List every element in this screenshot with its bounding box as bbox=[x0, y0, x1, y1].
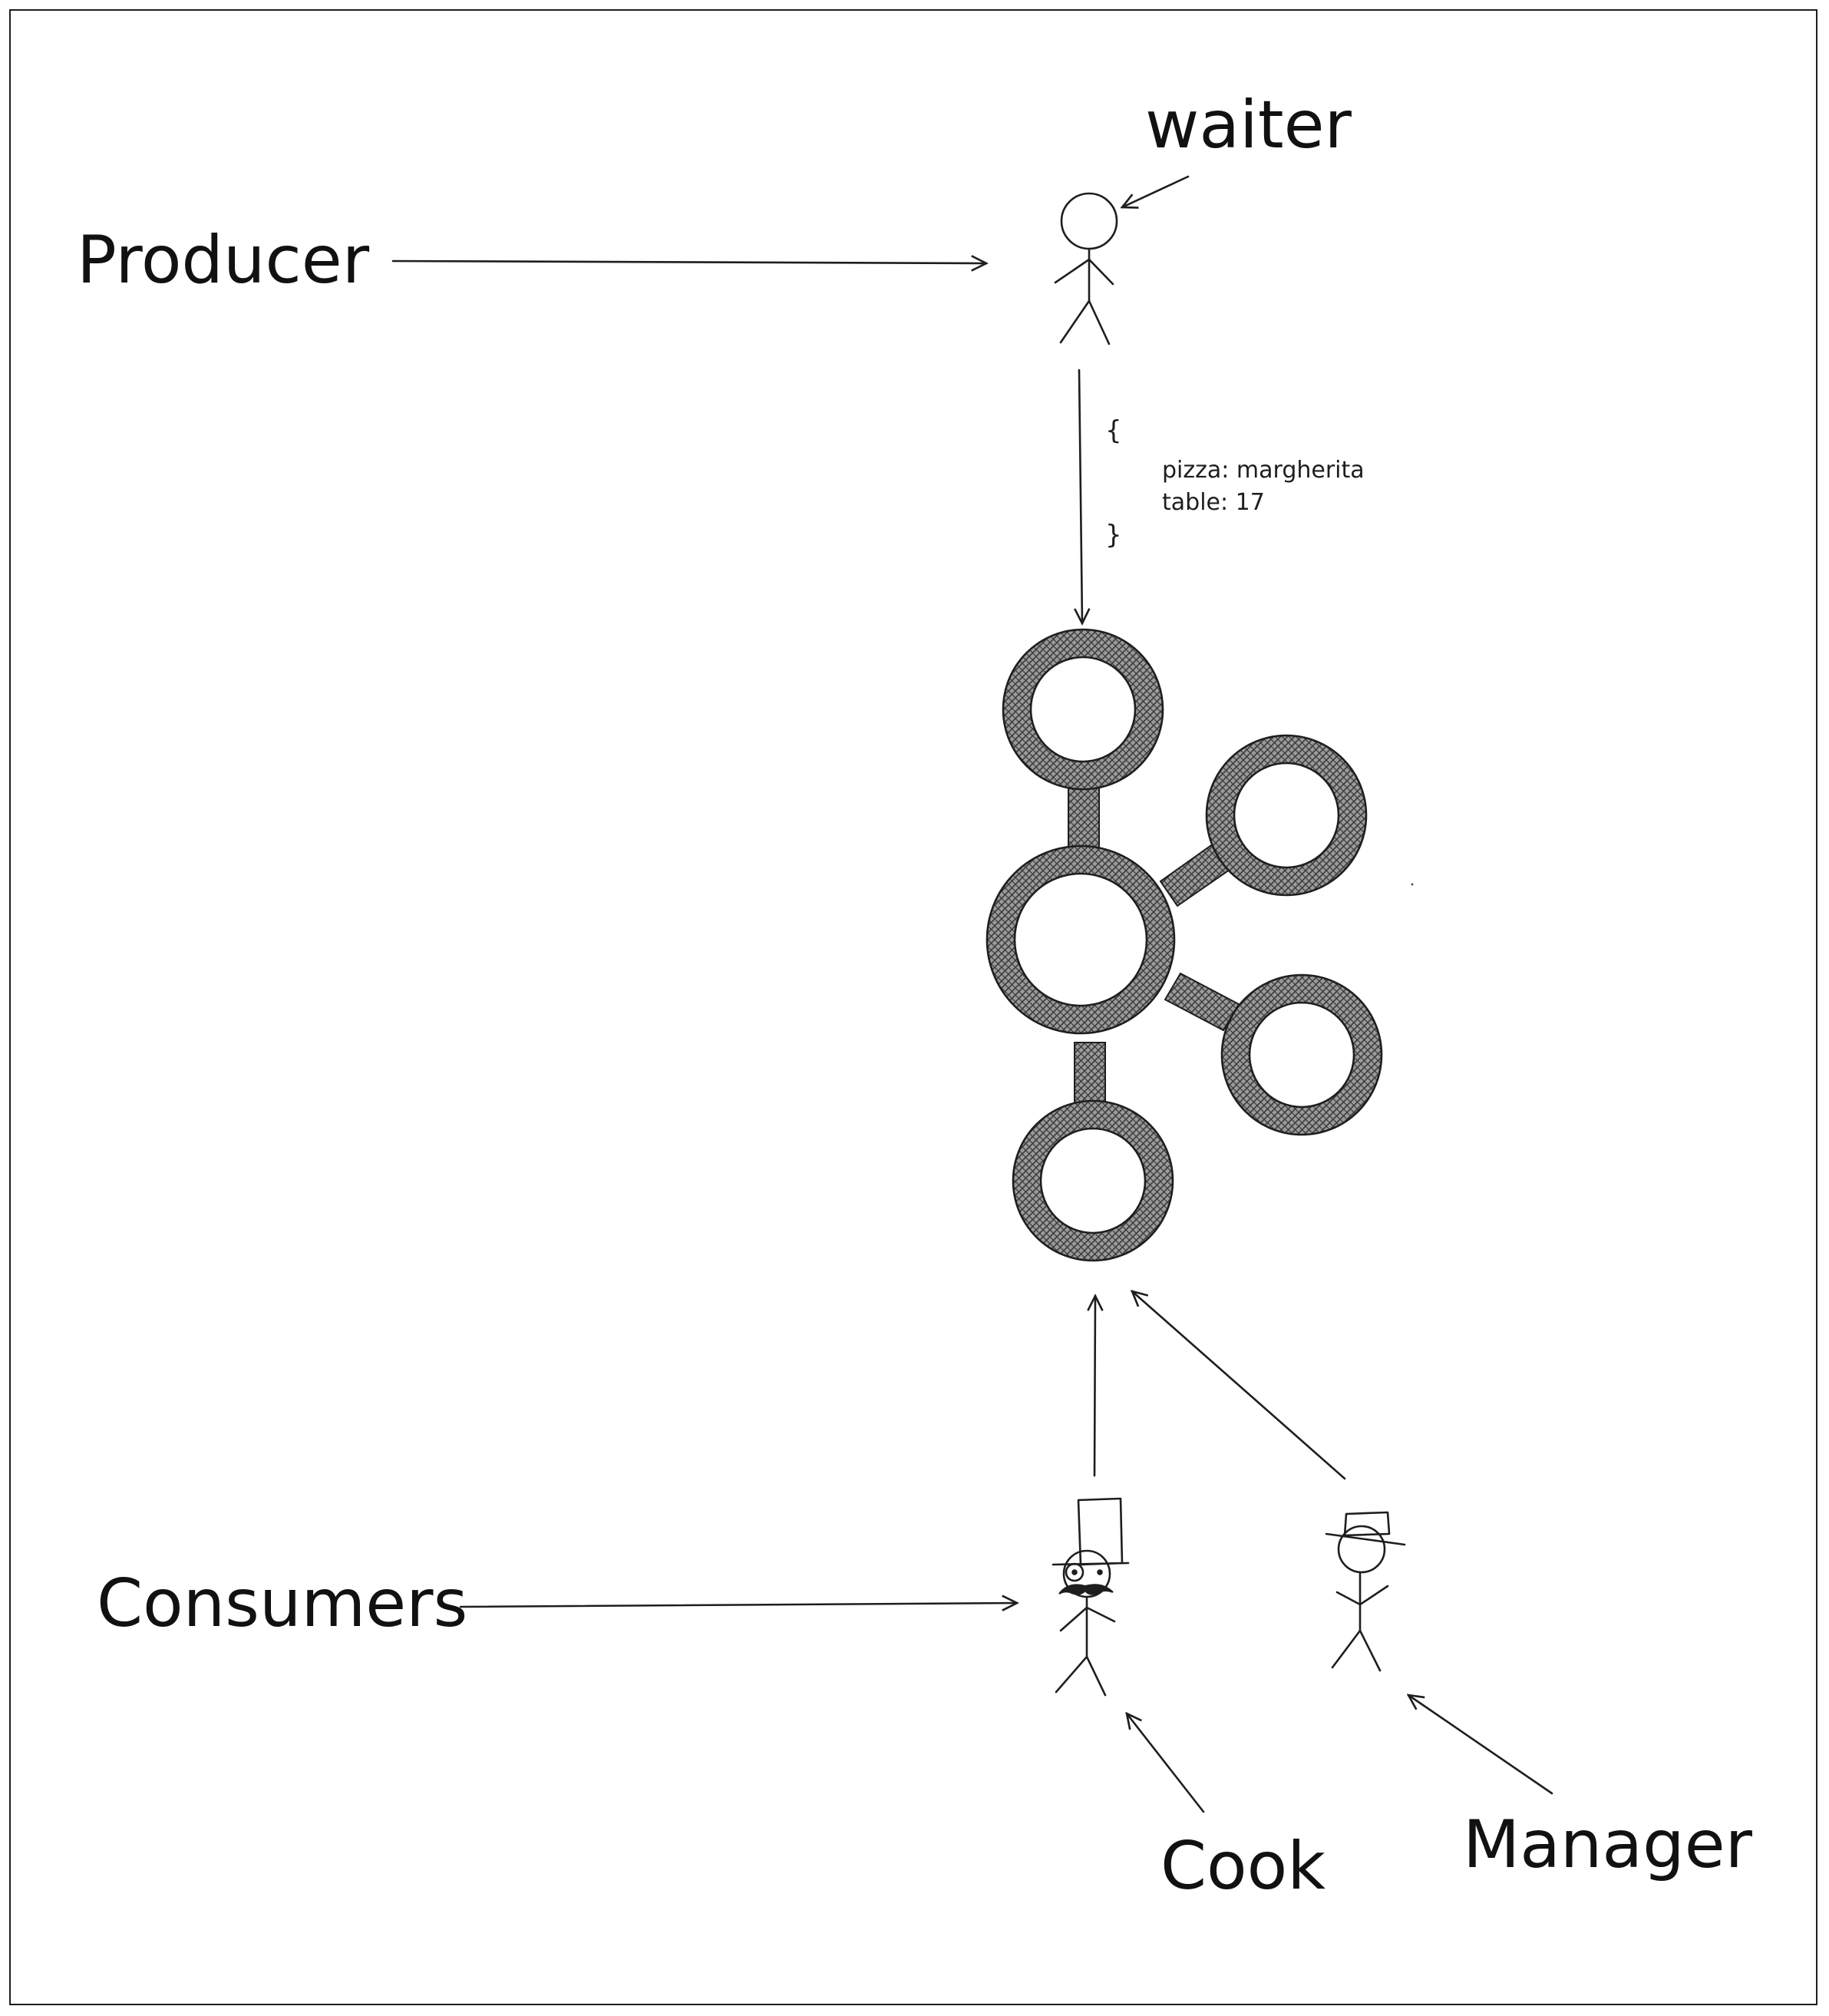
message-close-brace: } bbox=[1105, 520, 1122, 550]
message-payload: { pizza: margherita table: 17 } bbox=[1105, 415, 1365, 550]
waiter-label: waiter bbox=[1145, 87, 1352, 164]
broker-node-bottom bbox=[1012, 1099, 1174, 1262]
cook-figure-icon bbox=[1052, 1497, 1130, 1697]
consumers-label: Consumers bbox=[97, 1565, 467, 1642]
waiter-to-broker-arrow bbox=[1079, 368, 1082, 623]
manager-to-broker-arrow bbox=[1132, 1291, 1346, 1480]
broker-node-upper-right bbox=[1205, 734, 1368, 897]
diagram-frame bbox=[9, 9, 1817, 2005]
manager-label-arrow bbox=[1408, 1695, 1553, 1795]
waiter-label-arrow bbox=[1122, 175, 1190, 207]
producer-label: Producer bbox=[77, 222, 370, 299]
cook-label: Cook bbox=[1160, 1828, 1326, 1905]
cook-label-arrow bbox=[1127, 1714, 1205, 1813]
manager-figure-icon bbox=[1325, 1511, 1406, 1672]
producer-to-waiter-arrow bbox=[391, 261, 986, 263]
broker-node-center bbox=[985, 844, 1176, 1035]
cook-mustache-icon bbox=[1058, 1584, 1114, 1595]
message-pizza-line: pizza: margherita bbox=[1162, 457, 1365, 484]
waiter-figure-icon bbox=[1054, 192, 1118, 345]
broker-node-lower-right bbox=[1220, 973, 1383, 1136]
message-table-line: table: 17 bbox=[1162, 489, 1265, 516]
broker-node-top bbox=[1002, 628, 1164, 791]
manager-label: Manager bbox=[1463, 1806, 1753, 1883]
broker-cluster-icon bbox=[985, 628, 1414, 1262]
consumers-to-cook-arrow bbox=[459, 1603, 1017, 1607]
message-open-brace: { bbox=[1105, 415, 1122, 446]
cook-to-broker-arrow bbox=[1094, 1296, 1095, 1477]
